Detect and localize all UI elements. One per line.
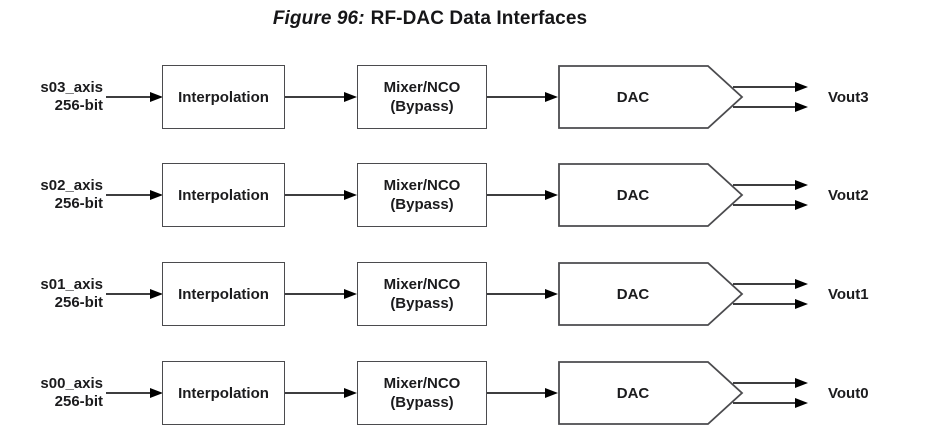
arrowhead-icon: [795, 200, 808, 210]
output-signal-label: Vout0: [828, 384, 869, 402]
input-arrow-connector: [106, 388, 163, 398]
dac-label: DAC: [616, 88, 650, 106]
dac-label: DAC: [616, 285, 650, 303]
mixer-label: Mixer/NCO: [383, 375, 461, 392]
arrowhead-icon: [545, 190, 558, 200]
dac-block-shape: [558, 65, 744, 129]
interpolation-label: Interpolation: [178, 88, 269, 106]
dac-channel-row-2: s02_axis 256-bit Interpolation Mixer/NCO…: [0, 163, 932, 227]
input-signal-label: s03_axis 256-bit: [0, 79, 103, 115]
mixer-label: Mixer/NCO: [383, 177, 461, 194]
output-signal-label: Vout2: [828, 186, 869, 204]
arrowhead-icon: [795, 378, 808, 388]
mixer-nco-block: Mixer/NCO (Bypass): [357, 163, 487, 227]
output-arrow-plus: [733, 279, 808, 289]
interp-to-mixer-arrow: [285, 388, 357, 398]
input-bus-width: 256-bit: [54, 195, 103, 212]
mixer-mode-label: (Bypass): [390, 394, 454, 411]
dac-channel-row-0: s00_axis 256-bit Interpolation Mixer/NCO…: [0, 361, 932, 425]
arrowhead-icon: [150, 388, 163, 398]
mixer-to-dac-arrow: [487, 190, 558, 200]
interpolation-label: Interpolation: [178, 384, 269, 402]
arrowhead-icon: [795, 102, 808, 112]
figure-title-text: RF-DAC Data Interfaces: [370, 8, 588, 29]
figure-title: Figure 96:RF-DAC Data Interfaces: [0, 8, 860, 30]
input-bus-width: 256-bit: [54, 294, 103, 311]
interpolation-block: Interpolation: [162, 262, 285, 326]
interpolation-block: Interpolation: [162, 163, 285, 227]
dac-channel-row-3: s03_axis 256-bit Interpolation Mixer/NCO…: [0, 65, 932, 129]
input-signal-label: s01_axis 256-bit: [0, 276, 103, 312]
dac-block-shape: [558, 262, 744, 326]
mixer-nco-block: Mixer/NCO (Bypass): [357, 361, 487, 425]
output-arrow-plus: [733, 180, 808, 190]
arrowhead-icon: [545, 289, 558, 299]
input-arrow-connector: [106, 190, 163, 200]
mixer-to-dac-arrow: [487, 289, 558, 299]
mixer-nco-block: Mixer/NCO (Bypass): [357, 65, 487, 129]
input-arrow-connector: [106, 92, 163, 102]
mixer-to-dac-arrow: [487, 92, 558, 102]
output-arrow-plus: [733, 378, 808, 388]
output-arrow-minus: [733, 200, 808, 210]
arrowhead-icon: [795, 82, 808, 92]
arrowhead-icon: [795, 299, 808, 309]
output-arrow-minus: [733, 102, 808, 112]
interpolation-block: Interpolation: [162, 361, 285, 425]
interpolation-block: Interpolation: [162, 65, 285, 129]
input-signal-name: s02_axis: [40, 177, 103, 194]
input-bus-width: 256-bit: [54, 97, 103, 114]
interp-to-mixer-arrow: [285, 190, 357, 200]
input-signal-label: s02_axis 256-bit: [0, 177, 103, 213]
arrowhead-icon: [545, 388, 558, 398]
input-signal-name: s01_axis: [40, 276, 103, 293]
figure-number-label: Figure 96:: [272, 8, 365, 29]
arrowhead-icon: [344, 388, 357, 398]
arrowhead-icon: [344, 92, 357, 102]
mixer-to-dac-arrow: [487, 388, 558, 398]
interp-to-mixer-arrow: [285, 92, 357, 102]
arrowhead-icon: [150, 190, 163, 200]
dac-block-shape: [558, 163, 744, 227]
arrowhead-icon: [795, 279, 808, 289]
output-arrow-minus: [733, 398, 808, 408]
arrowhead-icon: [150, 289, 163, 299]
arrowhead-icon: [545, 92, 558, 102]
input-signal-name: s03_axis: [40, 79, 103, 96]
arrowhead-icon: [344, 289, 357, 299]
input-signal-name: s00_axis: [40, 375, 103, 392]
interpolation-label: Interpolation: [178, 285, 269, 303]
input-arrow-connector: [106, 289, 163, 299]
output-signal-label: Vout3: [828, 88, 869, 106]
arrowhead-icon: [795, 398, 808, 408]
output-signal-label: Vout1: [828, 285, 869, 303]
dac-block-shape: [558, 361, 744, 425]
output-arrow-plus: [733, 82, 808, 92]
output-arrow-minus: [733, 299, 808, 309]
arrowhead-icon: [795, 180, 808, 190]
mixer-mode-label: (Bypass): [390, 98, 454, 115]
mixer-label: Mixer/NCO: [383, 276, 461, 293]
mixer-mode-label: (Bypass): [390, 196, 454, 213]
input-signal-label: s00_axis 256-bit: [0, 375, 103, 411]
dac-channel-row-1: s01_axis 256-bit Interpolation Mixer/NCO…: [0, 262, 932, 326]
arrowhead-icon: [150, 92, 163, 102]
interp-to-mixer-arrow: [285, 289, 357, 299]
input-bus-width: 256-bit: [54, 393, 103, 410]
mixer-mode-label: (Bypass): [390, 295, 454, 312]
arrowhead-icon: [344, 190, 357, 200]
mixer-label: Mixer/NCO: [383, 79, 461, 96]
interpolation-label: Interpolation: [178, 186, 269, 204]
mixer-nco-block: Mixer/NCO (Bypass): [357, 262, 487, 326]
dac-label: DAC: [616, 186, 650, 204]
dac-label: DAC: [616, 384, 650, 402]
